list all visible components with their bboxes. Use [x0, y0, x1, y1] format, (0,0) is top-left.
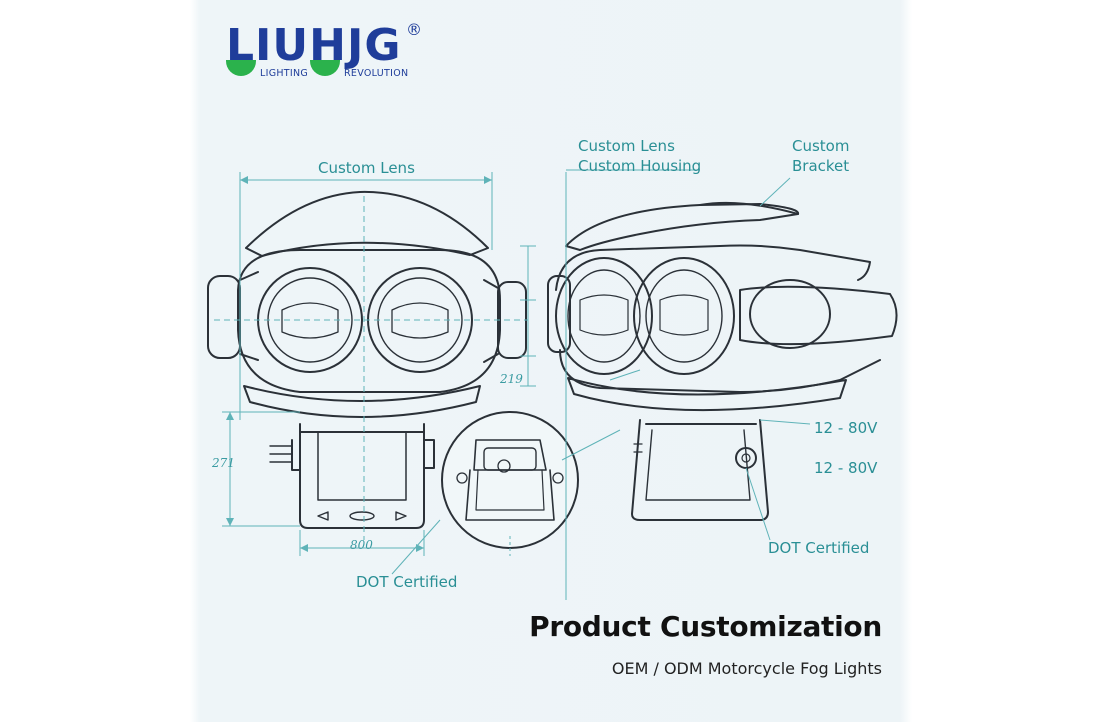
- dimension-bottom-width: 800: [350, 538, 373, 552]
- dimension-arrows: [226, 176, 492, 552]
- dimension-right-small: 219: [500, 372, 523, 386]
- callout-side-housing: Custom Housing: [578, 157, 702, 175]
- registered-mark: ®: [406, 20, 422, 39]
- bracket-detail-zoom: [441, 411, 579, 549]
- page-subtitle: OEM / ODM Motorcycle Fog Lights: [611, 659, 882, 678]
- annotation-lines: [214, 169, 811, 600]
- callout-bracket-line1: Custom: [792, 137, 850, 155]
- side-view-light: [547, 201, 898, 521]
- leaf-icon: [226, 60, 256, 76]
- callout-side-lens: Custom Lens: [578, 137, 675, 155]
- logo-sub-left: LIGHTING: [260, 68, 309, 79]
- callout-bracket-line2: Bracket: [792, 157, 850, 175]
- callout-cert-side: DOT Certified: [768, 539, 870, 557]
- logo-wordmark: LIUHJG: [226, 20, 402, 71]
- brand-logo: LIUHJG ® LIGHTING REVOLUTION: [226, 16, 426, 82]
- callout-voltage-2: 12 - 80V: [814, 459, 878, 477]
- callout-front-lens: Custom Lens: [318, 159, 415, 177]
- leaf-icon: [310, 60, 340, 76]
- callout-cert-front: DOT Certified: [356, 573, 458, 591]
- callout-voltage-1: 12 - 80V: [814, 419, 878, 437]
- page-title: Product Customization: [529, 610, 882, 643]
- logo-sub-right: REVOLUTION: [344, 68, 409, 79]
- dimension-left-height: 271: [212, 456, 235, 470]
